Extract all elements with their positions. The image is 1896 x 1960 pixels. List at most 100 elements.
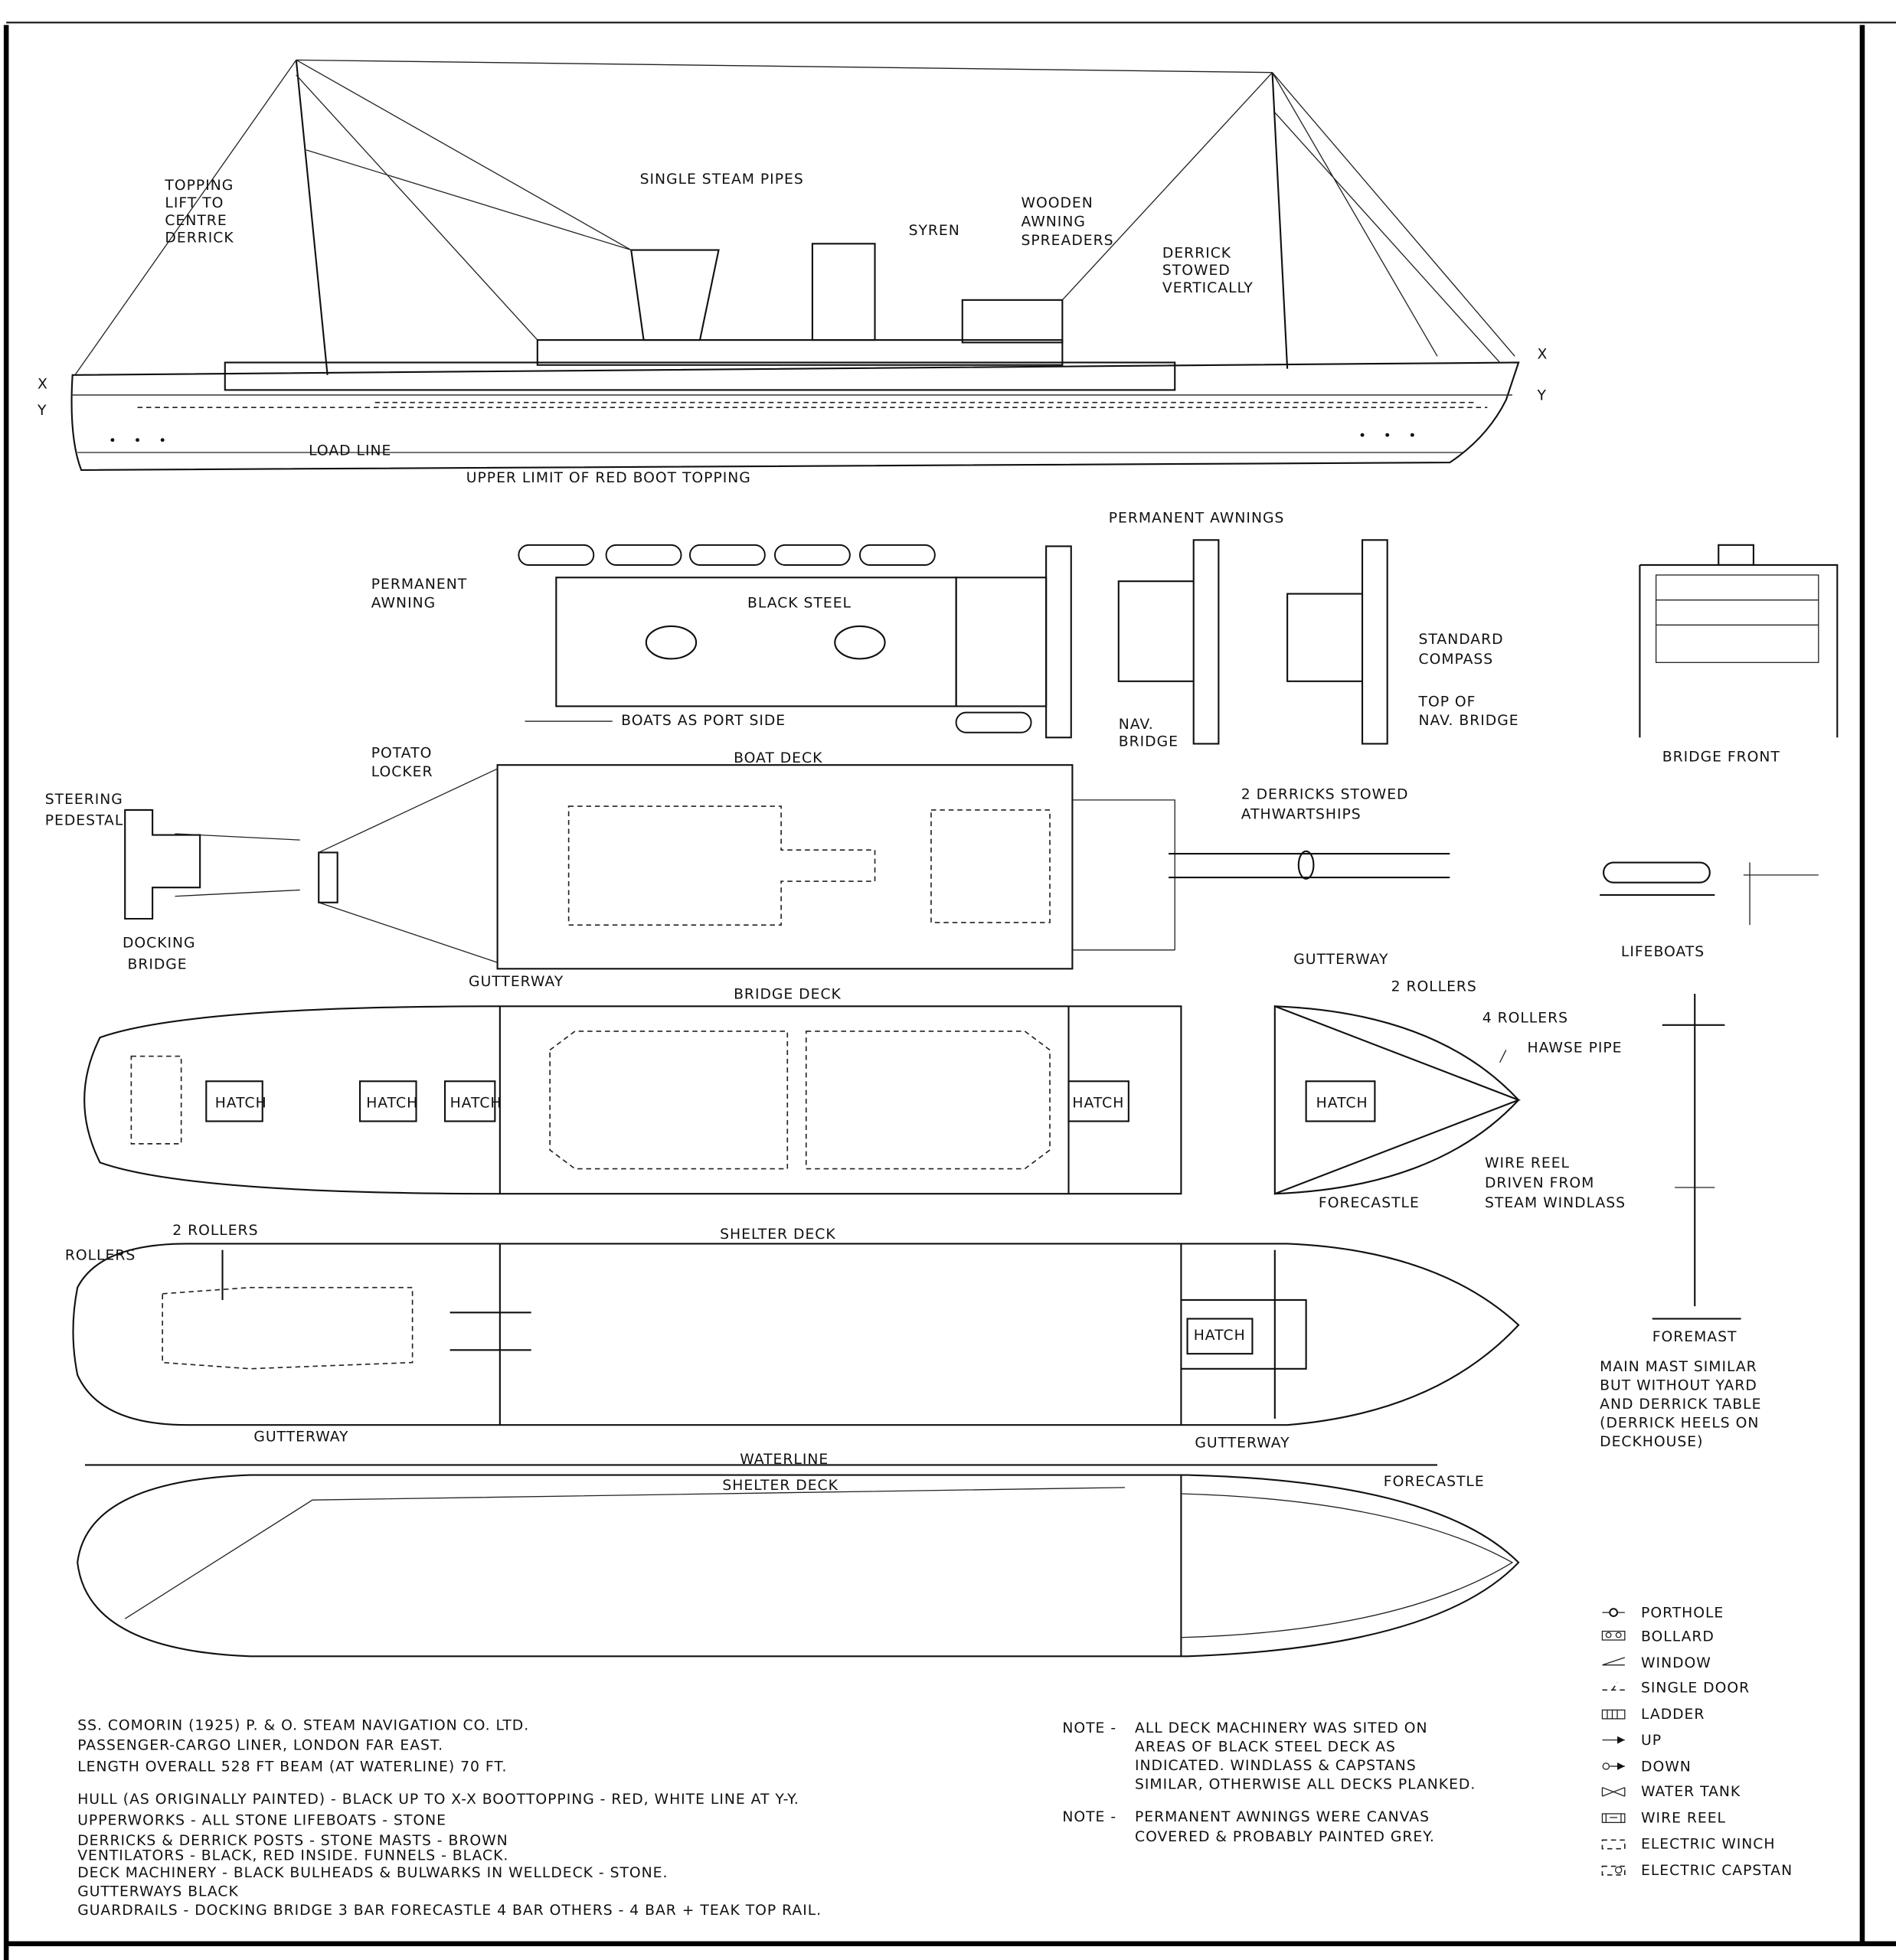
label-hatch: HATCH bbox=[1072, 1096, 1124, 1112]
label-docking-bridge: DOCKING bbox=[123, 936, 196, 952]
single-door-icon bbox=[1602, 1682, 1625, 1691]
legend: PORTHOLE BOLLARD WINDOW SINGLE DOOR LADD… bbox=[1601, 1606, 1792, 1879]
profile-elevation bbox=[70, 59, 1520, 471]
label-load-line: LOAD LINE bbox=[309, 443, 391, 459]
legend-label: WATER TANK bbox=[1641, 1784, 1741, 1800]
label-rollers: ROLLERS bbox=[65, 1248, 136, 1264]
note-line: AREAS OF BLACK STEEL DECK AS bbox=[1135, 1739, 1396, 1755]
paint-line: UPPERWORKS - ALL STONE LIFEBOATS - STONE bbox=[77, 1813, 446, 1829]
bridge-deck-plan bbox=[83, 1004, 1522, 1195]
label-gutterway: GUTTERWAY bbox=[469, 974, 564, 990]
note-line: PERMANENT AWNINGS WERE CANVAS bbox=[1135, 1809, 1430, 1825]
label-steering-pedestal: STEERING bbox=[45, 792, 123, 808]
label-two-rollers: 2 ROLLERS bbox=[1391, 979, 1477, 995]
water-tank-icon bbox=[1601, 1787, 1626, 1797]
label-forecastle: FORECASTLE bbox=[1319, 1195, 1420, 1211]
foremast-elevation: FOREMAST MAIN MAST SIMILAR BUT WITHOUT Y… bbox=[1600, 993, 1761, 1450]
label-awning-spreaders: WOODEN bbox=[1021, 195, 1093, 211]
label-four-rollers: 4 ROLLERS bbox=[1482, 1011, 1568, 1027]
label-derrick-stowed: DERRICK bbox=[1162, 245, 1231, 261]
paint-line: GUARDRAILS - DOCKING BRIDGE 3 BAR FORECA… bbox=[77, 1903, 822, 1919]
label-standard-compass: STANDARD bbox=[1419, 632, 1504, 648]
paint-line: GUTTERWAYS BLACK bbox=[77, 1884, 239, 1900]
foremast-note: MAIN MAST SIMILAR bbox=[1600, 1359, 1757, 1375]
ladder-icon bbox=[1601, 1709, 1626, 1720]
note-line: ALL DECK MACHINERY WAS SITED ON bbox=[1135, 1720, 1428, 1736]
window-icon bbox=[1602, 1657, 1626, 1666]
label-hatch: HATCH bbox=[450, 1096, 502, 1112]
shelter-deck-plan bbox=[72, 1243, 1520, 1426]
wire-reel-icon bbox=[1601, 1813, 1626, 1824]
porthole-icon bbox=[1602, 1608, 1625, 1617]
label-topping: LIFT TO bbox=[165, 195, 224, 211]
waterline-plan: WATERLINE SHELTER DECK FORECASTLE bbox=[77, 1452, 1520, 1658]
foremast-title: FOREMAST bbox=[1652, 1329, 1737, 1345]
electric-capstan-icon bbox=[1601, 1865, 1626, 1876]
bollard-icon bbox=[1601, 1630, 1626, 1641]
portholes bbox=[110, 433, 1414, 443]
x-mark-right: X bbox=[1538, 347, 1548, 363]
label-wire-reel: WIRE REEL bbox=[1485, 1155, 1570, 1171]
down-arrow-icon bbox=[1602, 1762, 1625, 1770]
label-top-nav-bridge: TOP OF bbox=[1418, 694, 1476, 710]
label-awning-spreaders: AWNING bbox=[1021, 214, 1085, 230]
upper-plan-labels: PERMANENT AWNINGS PERMANENT AWNING BLACK… bbox=[371, 510, 1780, 765]
shelter-deck-labels: SHELTER DECK 2 ROLLERS ROLLERS HATCH GUT… bbox=[65, 1223, 1290, 1452]
spec-line: PASSENGER-CARGO LINER, LONDON FAR EAST. bbox=[77, 1738, 443, 1754]
foremast-note: BUT WITHOUT YARD bbox=[1600, 1378, 1757, 1394]
label-hawse-pipe: HAWSE PIPE bbox=[1528, 1040, 1623, 1057]
label-top-nav-bridge: NAV. BRIDGE bbox=[1419, 713, 1519, 729]
note-line: SIMILAR, OTHERWISE ALL DECKS PLANKED. bbox=[1135, 1776, 1476, 1792]
label-hatch: HATCH bbox=[215, 1096, 267, 1112]
up-arrow-icon bbox=[1602, 1736, 1625, 1744]
x-mark-left: X bbox=[38, 377, 48, 393]
label-boot-topping: UPPER LIMIT OF RED BOOT TOPPING bbox=[466, 470, 751, 486]
label-docking-bridge: BRIDGE bbox=[127, 956, 187, 972]
label-black-steel: BLACK STEEL bbox=[747, 595, 852, 611]
label-wire-reel: DRIVEN FROM bbox=[1485, 1175, 1594, 1191]
foremast-note: DECKHOUSE) bbox=[1600, 1434, 1703, 1450]
label-derrick-stowed: STOWED bbox=[1162, 263, 1231, 279]
label-permanent-awnings: PERMANENT AWNINGS bbox=[1109, 510, 1285, 526]
note-line: COVERED & PROBABLY PAINTED GREY. bbox=[1135, 1829, 1435, 1845]
notes: NOTE - ALL DECK MACHINERY WAS SITED ON A… bbox=[1062, 1720, 1476, 1845]
paint-line: VENTILATORS - BLACK, RED INSIDE. FUNNELS… bbox=[77, 1847, 508, 1864]
bridge-deck-title: BRIDGE DECK bbox=[734, 986, 842, 1002]
label-awning-spreaders: SPREADERS bbox=[1021, 233, 1113, 249]
legend-label: WIRE REEL bbox=[1641, 1810, 1726, 1826]
label-derricks-athwartships: 2 DERRICKS STOWED bbox=[1241, 786, 1409, 802]
y-mark-right: Y bbox=[1537, 387, 1547, 403]
bridge-front-elevation bbox=[1639, 544, 1839, 738]
label-nav-bridge: BRIDGE bbox=[1119, 734, 1178, 750]
label-hatch: HATCH bbox=[1316, 1096, 1368, 1112]
label-gutterway: GUTTERWAY bbox=[1293, 952, 1388, 968]
label-potato-locker: LOCKER bbox=[371, 764, 433, 780]
label-wire-reel: STEAM WINDLASS bbox=[1485, 1195, 1626, 1211]
label-boats-port-side: BOATS AS PORT SIDE bbox=[621, 713, 786, 729]
profile-labels: TOPPING LIFT TO CENTRE DERRICK SINGLE ST… bbox=[37, 172, 1548, 486]
note-label: NOTE - bbox=[1062, 1809, 1116, 1825]
label-topping: DERRICK bbox=[165, 230, 234, 247]
label-topping: CENTRE bbox=[165, 213, 227, 229]
label-potato-locker: POTATO bbox=[371, 745, 433, 761]
foremast-note: AND DERRICK TABLE bbox=[1600, 1396, 1761, 1413]
shelter-deck-title: SHELTER DECK bbox=[720, 1227, 836, 1243]
frame bbox=[3, 21, 1896, 1960]
y-mark-left: Y bbox=[37, 403, 47, 419]
paint-line: HULL (AS ORIGINALLY PAINTED) - BLACK UP … bbox=[77, 1792, 799, 1808]
legend-label: WINDOW bbox=[1641, 1655, 1711, 1671]
awning-deck-plan bbox=[518, 539, 1839, 745]
paint-line: DERRICKS & DERRICK POSTS - STONE MASTS -… bbox=[77, 1833, 508, 1849]
boat-deck-title: BOAT DECK bbox=[734, 750, 822, 766]
spec-line: SS. COMORIN (1925) P. & O. STEAM NAVIGAT… bbox=[77, 1718, 529, 1734]
label-syren: SYREN bbox=[909, 223, 960, 239]
spec-line: LENGTH OVERALL 528 FT BEAM (AT WATERLINE… bbox=[77, 1759, 507, 1775]
label-shelter-deck: SHELTER DECK bbox=[722, 1478, 838, 1494]
legend-label: PORTHOLE bbox=[1641, 1606, 1724, 1622]
note-line: INDICATED. WINDLASS & CAPSTANS bbox=[1135, 1758, 1417, 1774]
label-lifeboats: LIFEBOATS bbox=[1621, 944, 1705, 960]
label-bridge-front: BRIDGE FRONT bbox=[1662, 749, 1780, 765]
label-nav-bridge: NAV. bbox=[1119, 717, 1154, 733]
legend-label: BOLLARD bbox=[1641, 1629, 1715, 1645]
